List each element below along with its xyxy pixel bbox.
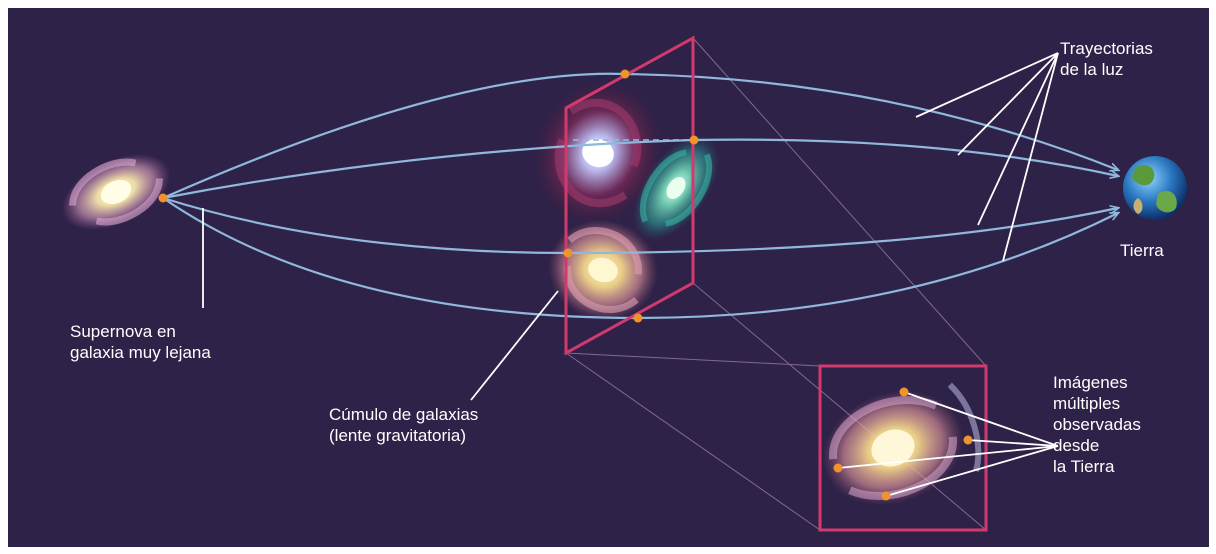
image-markers [158, 69, 973, 501]
cluster-label: Cúmulo de galaxias (lente gravitatoria) [329, 405, 479, 445]
zoom-marker-left [833, 463, 843, 473]
lens-plane-frame [564, 35, 695, 356]
zoom-marker-right [963, 435, 973, 445]
light-path-2 [162, 138, 1118, 200]
lens-marker-top [620, 69, 630, 79]
leader-lines [202, 52, 1059, 497]
source-marker [158, 193, 168, 203]
diagram-canvas [61, 35, 1187, 532]
zoom-marker-bottom [881, 491, 891, 501]
lensed-image-galaxy [822, 382, 982, 506]
supernova-label: Supernova en galaxia muy lejana [70, 322, 211, 362]
light-path-3 [162, 196, 1118, 255]
zoom-projection-lines [565, 37, 987, 531]
spiral-galaxy-icon [61, 154, 171, 230]
zoom-box-frame [818, 364, 988, 532]
lens-marker-lower [563, 248, 573, 258]
earth-label: Tierra [1120, 241, 1164, 260]
earth-globe-icon [1123, 156, 1187, 220]
zoom-marker-top [899, 387, 909, 397]
cluster-galaxy-warm [548, 219, 658, 321]
lens-marker-middle [689, 135, 699, 145]
lens-marker-bottom [633, 313, 643, 323]
multiple-images-label: Imágenes múltiples observadas desde la T… [1053, 373, 1141, 476]
gravitational-lensing-diagram: Trayectorias de la luz Tierra Supernova … [8, 8, 1209, 547]
cluster-galaxy-teal [632, 135, 720, 241]
light-paths-label: Trayectorias de la luz [1060, 39, 1153, 79]
